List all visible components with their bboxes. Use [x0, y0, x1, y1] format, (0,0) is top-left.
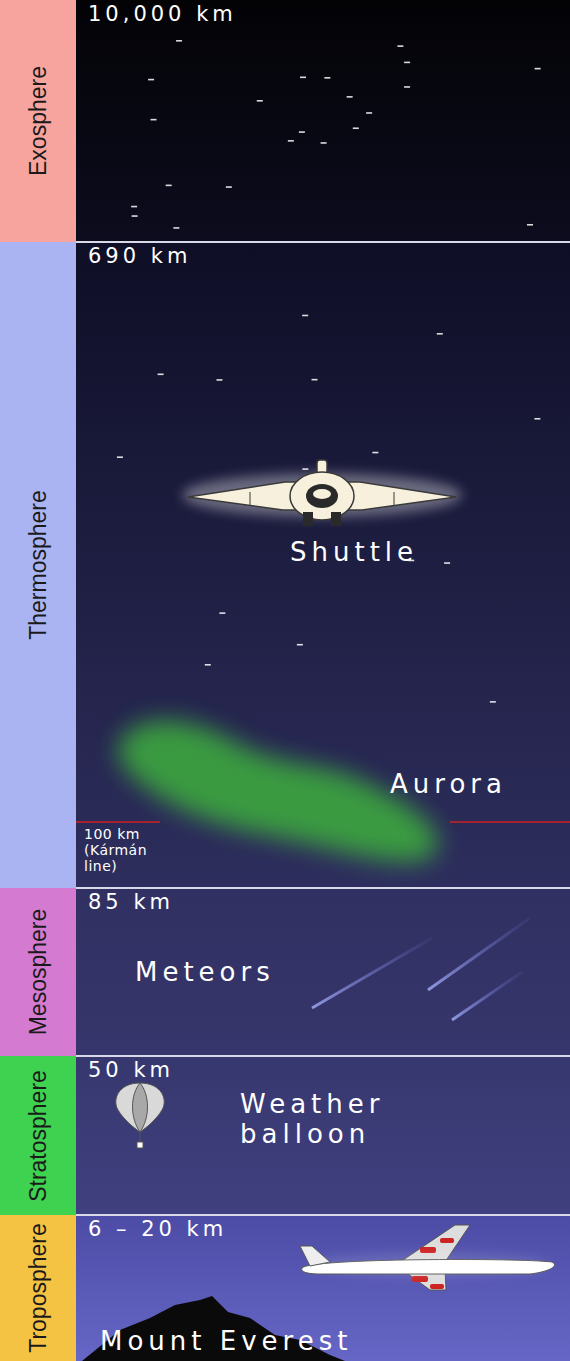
star — [324, 77, 330, 79]
star — [490, 701, 496, 703]
atmosphere-layer: Thermosphere 690 km ShuttleAurora 100 km (K… — [0, 242, 570, 888]
star — [437, 333, 443, 335]
layer-name: Exosphere — [27, 66, 50, 176]
star — [205, 664, 211, 666]
altitude-label: 85 km — [88, 890, 174, 914]
altitude-label: 6 – 20 km — [88, 1217, 227, 1241]
layer-name: Troposphere — [27, 1223, 50, 1353]
star — [300, 77, 306, 79]
star — [535, 68, 541, 70]
boundary-label: 100 km (Kármán line) — [84, 826, 166, 874]
star — [312, 379, 318, 381]
star — [353, 127, 359, 129]
star — [302, 315, 308, 317]
feature-label: Aurora — [390, 770, 507, 800]
star — [117, 456, 123, 458]
layer-name: Thermosphere — [27, 490, 50, 640]
feature-label: Mount Everest — [100, 1327, 352, 1357]
star — [219, 612, 225, 614]
star — [173, 227, 179, 229]
star — [148, 79, 154, 81]
star — [297, 644, 303, 646]
layer-strip: Thermosphere — [0, 242, 76, 888]
star — [288, 140, 294, 142]
altitude-label: 50 km — [88, 1058, 174, 1082]
star — [257, 100, 263, 102]
star — [321, 142, 327, 144]
star — [226, 186, 232, 188]
star — [158, 374, 164, 376]
layer-strip: Mesosphere — [0, 888, 76, 1056]
star — [527, 224, 533, 226]
atmosphere-layer: Mesosphere 85 km Meteors — [0, 888, 570, 1056]
layer-strip: Troposphere — [0, 1215, 76, 1361]
star — [372, 452, 378, 454]
star — [404, 62, 410, 64]
feature-label: Weather balloon — [240, 1090, 460, 1150]
altitude-label: 690 km — [88, 244, 191, 268]
star — [302, 468, 308, 470]
layer-strip: Stratosphere — [0, 1056, 76, 1215]
feature-label: Shuttle — [290, 538, 418, 568]
star — [166, 185, 172, 187]
star — [151, 119, 157, 121]
star — [347, 96, 353, 98]
feature-label: Meteors — [135, 958, 275, 988]
star — [444, 562, 450, 564]
star — [131, 206, 137, 208]
star — [366, 112, 372, 114]
star — [404, 86, 410, 88]
layer-strip: Exosphere — [0, 0, 76, 242]
atmosphere-layer: Stratosphere 50 km Weather balloon — [0, 1056, 570, 1215]
star — [216, 379, 222, 381]
layer-name: Stratosphere — [27, 1070, 50, 1202]
star — [397, 45, 403, 47]
altitude-label: 10,000 km — [88, 2, 237, 26]
star — [176, 40, 182, 42]
star — [132, 215, 138, 217]
star — [534, 418, 540, 420]
star — [299, 131, 305, 133]
atmosphere-layer: Exosphere 10,000 km — [0, 0, 570, 242]
atmosphere-layer: Troposphere 6 – 20 km Mount Everest — [0, 1215, 570, 1361]
layer-name: Mesosphere — [27, 909, 50, 1036]
